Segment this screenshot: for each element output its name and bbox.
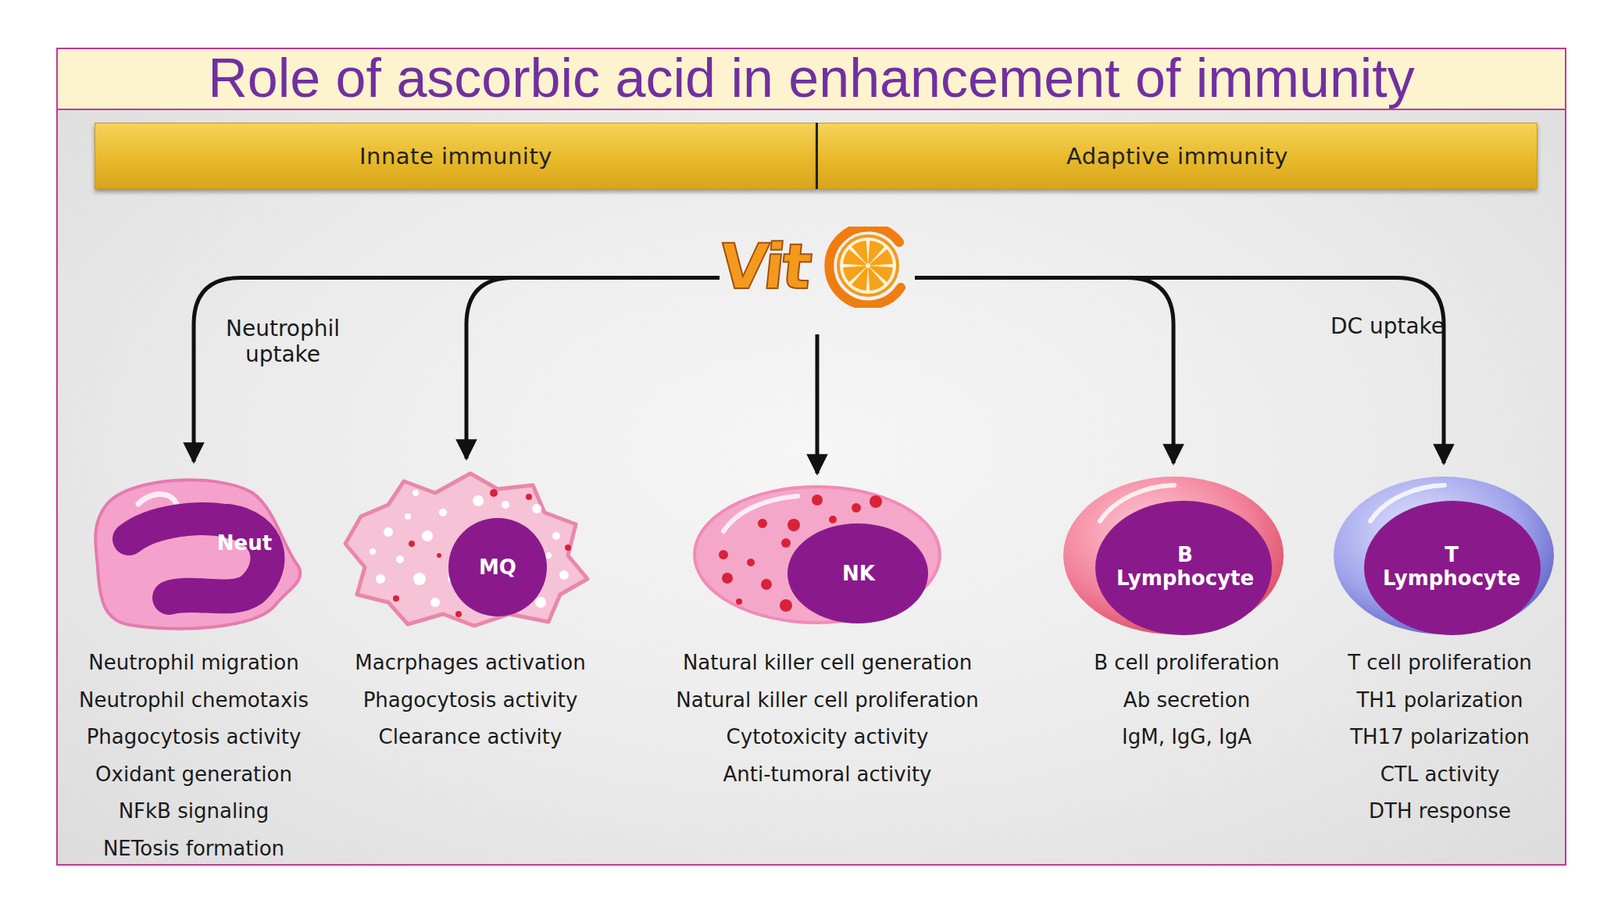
function-label: Natural killer cell generation xyxy=(682,650,972,675)
immunity-band: Adaptive immunity xyxy=(817,122,1538,190)
cell-shape xyxy=(341,469,592,630)
immunity-band: Innate immunity xyxy=(94,122,818,190)
edge-label: DC uptake xyxy=(1313,313,1462,340)
function-label: T cell proliferation xyxy=(1347,650,1533,675)
function-label: Clearance activity xyxy=(378,725,563,749)
band-divider xyxy=(815,122,818,190)
function-label: NFkB signaling xyxy=(118,799,270,823)
band-label: Adaptive immunity xyxy=(1066,142,1289,170)
function-label: TH1 polarization xyxy=(1356,688,1523,712)
macrophage-cell: MQ xyxy=(341,469,592,630)
cell-label: Neut xyxy=(205,531,284,555)
arrow-connector xyxy=(914,278,1444,464)
function-label: NETosis formation xyxy=(103,836,285,861)
function-label: Phagocytosis activity xyxy=(86,725,302,749)
cell-label: MQ xyxy=(458,555,537,579)
b-lymphocyte-cell: B Lymphocyte xyxy=(1060,474,1286,638)
cell-shape xyxy=(1331,474,1557,638)
natural-killer-cell: NK xyxy=(692,484,943,625)
cell-shape xyxy=(692,484,943,625)
function-label: CTL activity xyxy=(1380,762,1500,786)
function-label: Neutrophil chemotaxis xyxy=(78,688,309,712)
function-label: Anti-tumoral activity xyxy=(723,762,933,786)
function-label: TH17 polarization xyxy=(1350,725,1530,749)
function-label: Cytotoxicity activity xyxy=(726,725,929,749)
cell-label: T Lymphocyte xyxy=(1377,542,1526,590)
band-label: Innate immunity xyxy=(359,142,553,170)
neutrophil-cell: Neut xyxy=(83,472,304,633)
edge-label: Neutrophil uptake xyxy=(208,315,358,368)
arrow-connector xyxy=(466,278,720,459)
t-lymphocyte-cell: T Lymphocyte xyxy=(1331,474,1557,638)
title: Role of ascorbic acid in enhancement of … xyxy=(56,45,1567,111)
vitamin-c-logo: Vit xyxy=(719,226,915,308)
arrow-connector xyxy=(914,278,1174,464)
function-label: B cell proliferation xyxy=(1093,650,1280,675)
function-label: Ab secretion xyxy=(1123,688,1250,712)
arrow-connector xyxy=(193,278,720,462)
cell-label: NK xyxy=(819,561,898,586)
function-label: DTH response xyxy=(1368,799,1511,823)
cell-label: B Lymphocyte xyxy=(1110,542,1260,590)
logo-text: Vit xyxy=(715,229,813,305)
arrow-connector xyxy=(815,334,820,474)
cell-shape xyxy=(1060,474,1286,638)
function-label: Natural killer cell proliferation xyxy=(675,688,979,712)
function-label: IgM, IgG, IgA xyxy=(1121,725,1252,749)
function-label: Phagocytosis activity xyxy=(363,688,579,712)
function-label: Macrphages activation xyxy=(354,650,586,675)
function-label: Oxidant generation xyxy=(95,762,293,786)
function-label: Neutrophil migration xyxy=(88,650,299,675)
